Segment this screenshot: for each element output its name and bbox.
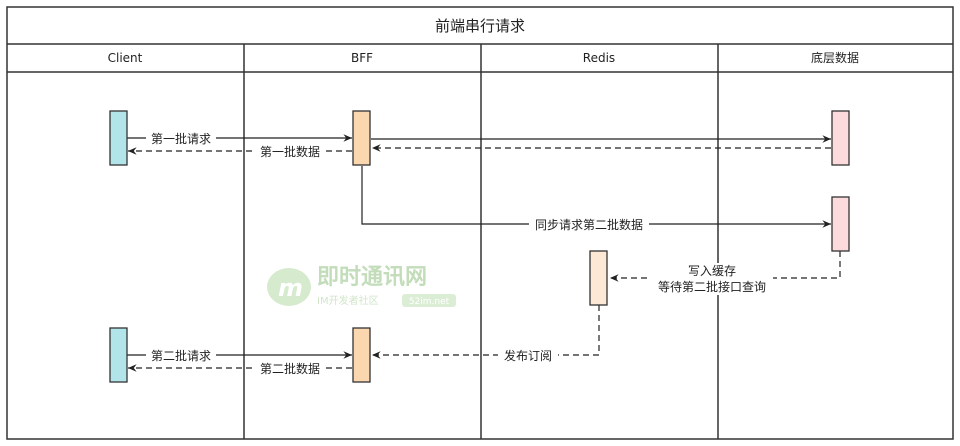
msg-pubsub-arrow: [372, 305, 600, 359]
watermark-brand: 即时通讯网: [317, 265, 427, 290]
lane-header-redis: Redis: [583, 51, 615, 65]
client-activation-2: [109, 327, 128, 383]
msg-sync-second-label: 同步请求第二批数据: [535, 217, 643, 232]
data-activation-1: [831, 110, 850, 166]
bff-activation-2: [352, 327, 371, 383]
msg-first-data-label: 第一批数据: [260, 144, 320, 159]
msg-second-request-label: 第二批请求: [151, 348, 211, 363]
data-activation-2: [831, 196, 850, 252]
diagram-title: 前端串行请求: [435, 17, 525, 35]
watermark-site: 52im.net: [409, 297, 450, 307]
svg-text:m: m: [278, 274, 303, 302]
msg-sync-second-arrow: [361, 166, 831, 228]
msg-second-data-label: 第二批数据: [260, 361, 320, 376]
diagram-frame: [6, 6, 954, 440]
msg-first-request-label: 第一批请求: [151, 131, 211, 146]
client-activation-1: [109, 110, 128, 166]
lane-header-client: Client: [108, 51, 143, 65]
msg-wait-query-label: 等待第二批接口查询: [658, 279, 766, 294]
msg-write-cache-label: 写入缓存: [688, 264, 736, 278]
lane-header-data: 底层数据: [811, 50, 859, 65]
bff-activation-1: [352, 110, 371, 166]
watermark-sub: IM开发者社区: [317, 294, 379, 307]
redis-activation: [589, 250, 608, 306]
watermark-logo: m 即时通讯网 IM开发者社区 52im.net: [267, 265, 456, 307]
msg-pubsub-label: 发布订阅: [504, 348, 552, 363]
lane-header-bff: BFF: [351, 51, 373, 65]
